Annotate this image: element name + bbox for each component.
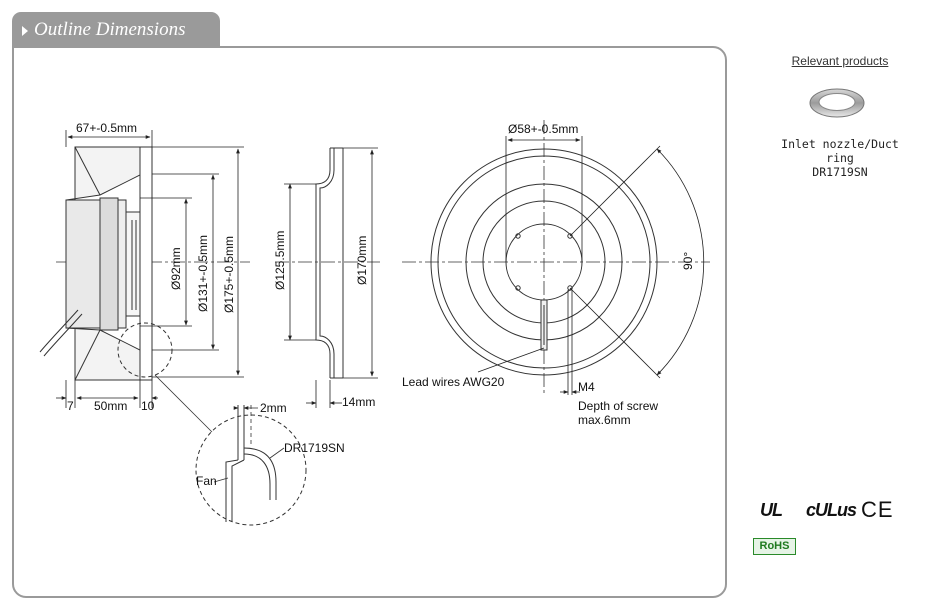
triangle-right-icon: [22, 26, 28, 36]
dim-d92: Ø92mm: [169, 247, 183, 290]
dim-d125: Ø125.5mm: [273, 231, 287, 290]
dim-d58: Ø58+-0.5mm: [508, 122, 578, 136]
outline-dimensions-tab[interactable]: Outline Dimensions: [12, 12, 220, 46]
dim-w10: 10: [141, 399, 155, 413]
m4-label: M4: [578, 380, 595, 394]
ul-cert-icon: UL: [760, 500, 783, 520]
screw-depth-label-2: max.6mm: [578, 413, 631, 427]
ce-cert-icon: CE: [861, 497, 894, 522]
dim-d175: Ø175+-0.5mm: [222, 236, 236, 313]
cul-cert-icon: cULus: [806, 500, 857, 520]
fan-side-view: [39, 146, 250, 381]
detail-fan-label: Fan: [196, 474, 217, 488]
relevant-product-code: DR1719SN: [812, 165, 868, 179]
dim-w50: 50mm: [94, 399, 127, 413]
detail-part-label: DR1719SN: [284, 441, 345, 455]
detail-view: [154, 374, 307, 526]
dim-d170: Ø170mm: [355, 236, 369, 285]
screw-depth-label-1: Depth of screw: [578, 399, 658, 413]
dim-angle: 90°: [681, 252, 695, 270]
detail-2mm: 2mm: [260, 401, 287, 415]
relevant-product-link[interactable]: Inlet nozzle/Duct ring DR1719SN: [765, 137, 915, 179]
duct-ring-side-view: [275, 147, 380, 379]
rohs-badge: RoHS: [753, 538, 796, 555]
dim-w14: 14mm: [342, 395, 375, 409]
lead-wires-label: Lead wires AWG20: [402, 375, 505, 389]
tab-title: Outline Dimensions: [34, 19, 186, 40]
dim-d131: Ø131+-0.5mm: [196, 235, 210, 312]
fan-front-view: [402, 120, 710, 395]
duct-ring-dimensions: [284, 147, 378, 408]
inlet-nozzle-product-image[interactable]: [809, 88, 865, 118]
side-view-dimensions: [56, 130, 244, 408]
relevant-products-title: Relevant products: [791, 54, 889, 68]
front-view-dimensions: [477, 136, 705, 395]
dim-side-width: 67+-0.5mm: [76, 121, 137, 135]
relevant-product-name: Inlet nozzle/Duct ring: [781, 137, 899, 165]
dim-w7: 7: [67, 399, 74, 413]
